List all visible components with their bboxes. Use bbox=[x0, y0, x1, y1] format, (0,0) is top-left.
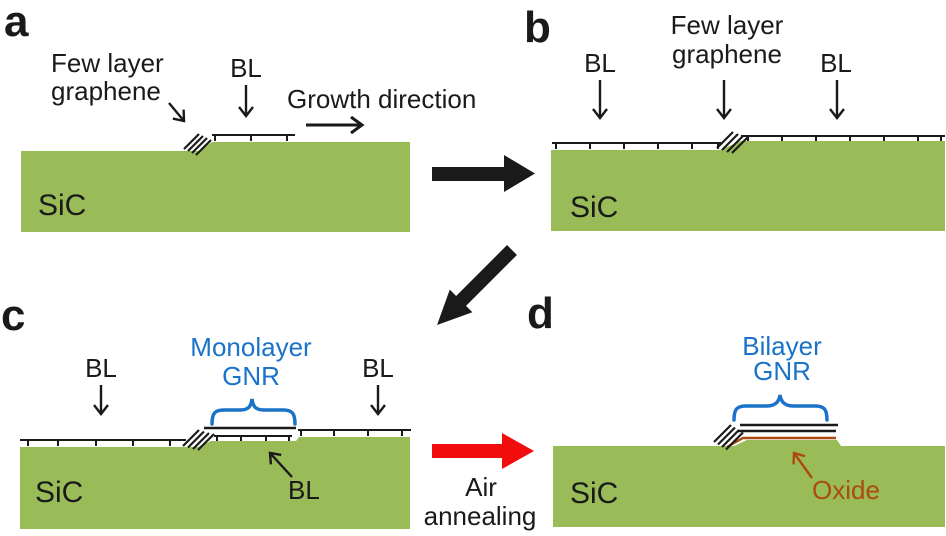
panel-c-bl-left-label: BL bbox=[85, 353, 117, 383]
panel-d-sic-substrate bbox=[553, 440, 945, 527]
panel-a-sic-substrate bbox=[21, 142, 410, 232]
panel-d-sic-label: SiC bbox=[570, 477, 618, 510]
panel-c-monolayer-gnr-label-line1: Monolayer bbox=[190, 332, 312, 362]
panel-c-buffer-layer-comb-left bbox=[20, 439, 186, 446]
panel-c-bl-right-label: BL bbox=[362, 353, 394, 383]
panel-a: a SiC Few layer graphene BL Growth direc… bbox=[4, 0, 476, 232]
panel-b-few-layer-label-line1: Few layer bbox=[671, 10, 784, 40]
panel-b-letter: b bbox=[524, 3, 551, 52]
panel-a-few-layer-label-line2: graphene bbox=[51, 76, 161, 106]
panel-c-monolayer-gnr-label-line2: GNR bbox=[222, 361, 280, 391]
panel-c-bl-under-pointer-arrow-icon bbox=[268, 451, 293, 478]
panel-d-bilayer-gnr-label-line1: Bilayer bbox=[742, 331, 822, 361]
panel-d-gnr-brace-icon bbox=[732, 394, 829, 422]
process-arrow-b-to-c-icon bbox=[437, 245, 517, 325]
panel-b-bl-right-label: BL bbox=[820, 48, 852, 78]
panel-c: c SiC BL Monolayer GNR BL BL bbox=[1, 291, 411, 529]
panel-d-oxide-label: Oxide bbox=[812, 475, 880, 505]
panel-a-few-layer-graphene-hatch-icon bbox=[183, 133, 212, 156]
panel-c-bl-under-label: BL bbox=[288, 475, 320, 505]
air-annealing-label-line1: Air bbox=[465, 472, 497, 502]
panel-a-growth-direction-label: Growth direction bbox=[287, 84, 476, 114]
panel-b-bl-left-label: BL bbox=[584, 48, 616, 78]
panel-a-buffer-layer-comb bbox=[212, 134, 295, 141]
air-annealing-arrow-icon bbox=[432, 433, 534, 469]
panel-b: b SiC BL Few layer graphene BL bbox=[524, 3, 945, 231]
panel-d-letter: d bbox=[527, 289, 554, 338]
transition-air-annealing: Air annealing bbox=[424, 433, 537, 531]
panel-b-sic-substrate bbox=[551, 141, 945, 231]
panel-b-buffer-layer-comb-left bbox=[552, 142, 721, 149]
process-arrow-a-to-b-icon bbox=[432, 155, 535, 192]
panel-c-sic-label: SiC bbox=[35, 476, 83, 509]
panel-d-oxide-pointer-arrow-icon bbox=[792, 451, 813, 479]
panel-d: d SiC Bilayer GNR Oxide bbox=[527, 289, 945, 527]
air-annealing-label-line2: annealing bbox=[424, 501, 537, 531]
panel-c-letter: c bbox=[1, 291, 25, 340]
panel-b-sic-label: SiC bbox=[570, 191, 618, 224]
panel-c-buffer-layer-comb-under-gnr bbox=[214, 435, 292, 441]
panel-c-graphene-edge-hatch-icon bbox=[182, 429, 215, 451]
panel-a-bl-label: BL bbox=[230, 53, 262, 83]
panel-c-gnr-brace-icon bbox=[210, 398, 297, 426]
panel-b-few-layer-label-line2: graphene bbox=[672, 39, 782, 69]
panel-d-graphene-edge-hatch-icon bbox=[713, 424, 744, 451]
panel-a-letter: a bbox=[4, 0, 29, 46]
panel-c-buffer-layer-comb-right bbox=[298, 429, 411, 436]
panel-d-bilayer-gnr-lines bbox=[738, 423, 838, 433]
panel-d-bilayer-gnr-label-line2: GNR bbox=[753, 356, 811, 386]
panel-a-few-layer-label-line1: Few layer bbox=[51, 48, 164, 78]
panel-c-sic-substrate bbox=[20, 437, 410, 529]
panel-b-few-layer-graphene-hatch-icon bbox=[716, 131, 749, 154]
panel-a-sic-label: SiC bbox=[38, 189, 86, 222]
panel-a-few-layer-pointer-arrow-icon bbox=[168, 102, 186, 123]
panel-b-buffer-layer-comb-right bbox=[741, 135, 945, 141]
